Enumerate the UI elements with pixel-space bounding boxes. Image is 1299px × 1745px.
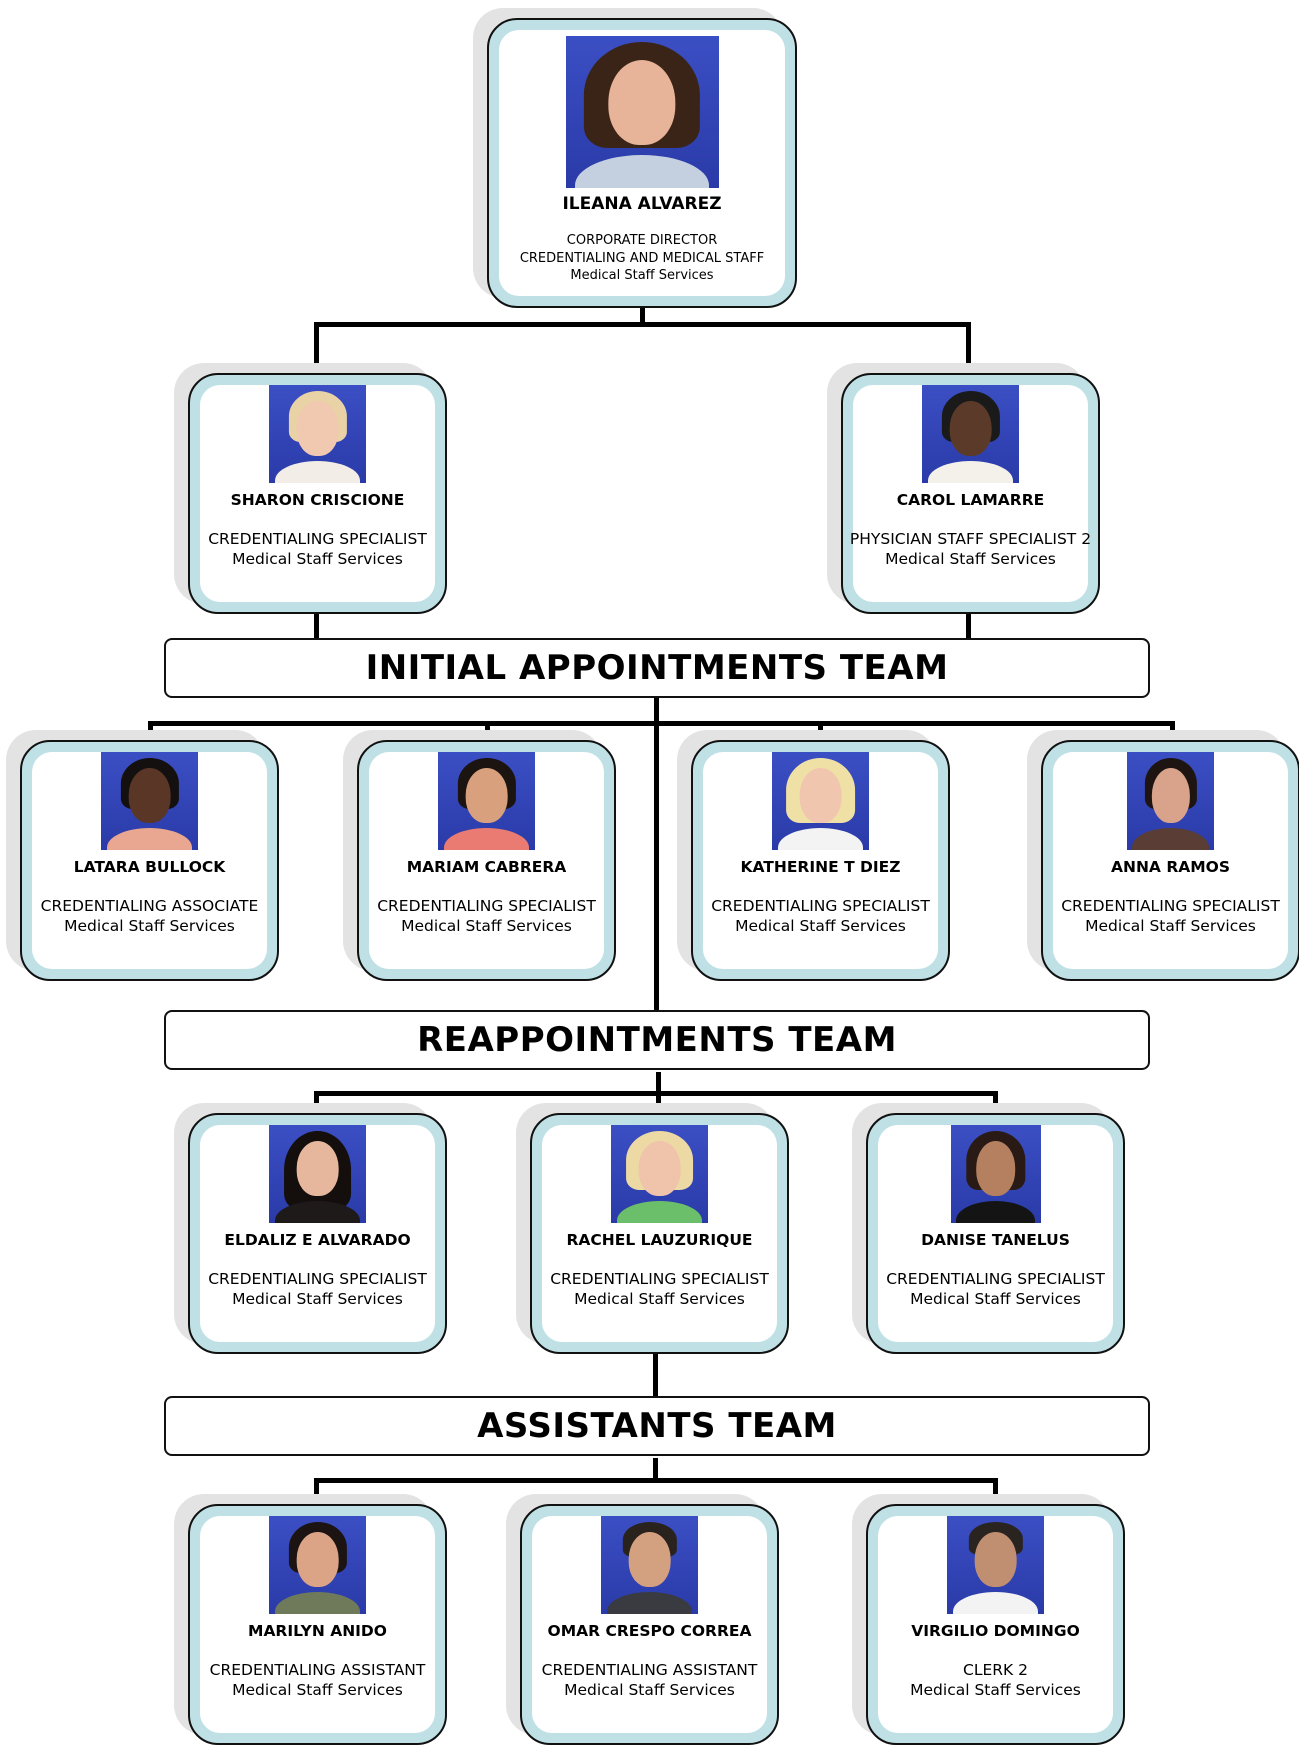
connector-line [653, 1354, 658, 1398]
person-name: CAROL LAMARRE [896, 491, 1045, 509]
person-name: MARIAM CABRERA [406, 858, 567, 876]
person-title: PHYSICIAN STAFF SPECIALIST 2 [849, 530, 1092, 548]
connector-line [640, 302, 645, 327]
person-department: Medical Staff Services [232, 1289, 403, 1308]
person-name: DANISE TANELUS [921, 1231, 1070, 1249]
person-card: DANISE TANELUS CREDENTIALING SPECIALIST … [866, 1113, 1125, 1354]
team-banner-reappointments: REAPPOINTMENTS TEAM [164, 1010, 1150, 1070]
portrait-photo [947, 1516, 1044, 1614]
person-name: LATARA BULLOCK [73, 858, 226, 876]
person-title: CORPORATE DIRECTOR CREDENTIALING AND MED… [519, 233, 765, 267]
person-card: CAROL LAMARRE PHYSICIAN STAFF SPECIALIST… [841, 373, 1100, 614]
person-department: Medical Staff Services [64, 916, 235, 935]
person-department: Medical Staff Services [1085, 916, 1256, 935]
person-name: RACHEL LAUZURIQUE [566, 1231, 753, 1249]
person-name: SHARON CRISCIONE [230, 491, 405, 509]
portrait-photo [438, 752, 535, 850]
connector-line [1170, 721, 1175, 743]
connector-line [314, 1091, 319, 1114]
person-name: ANNA RAMOS [1110, 858, 1231, 876]
person-title: CREDENTIALING SPECIALIST [550, 1270, 769, 1288]
person-name: MARILYN ANIDO [248, 1622, 387, 1640]
person-department: Medical Staff Services [232, 549, 403, 568]
person-title: CREDENTIALING SPECIALIST [1061, 897, 1280, 915]
portrait-photo [565, 36, 719, 188]
person-department: Medical Staff Services [570, 268, 714, 284]
connector-line [654, 698, 659, 1010]
portrait-photo [922, 385, 1019, 483]
portrait-photo [269, 385, 366, 483]
connector-line [314, 612, 319, 638]
portrait-photo [611, 1125, 708, 1223]
person-name: ILEANA ALVAREZ [562, 194, 722, 214]
person-card: LATARA BULLOCK CREDENTIALING ASSOCIATE M… [20, 740, 279, 981]
connector-line [485, 721, 490, 743]
person-name: OMAR CRESPO CORREA [547, 1622, 752, 1640]
portrait-photo [601, 1516, 698, 1614]
person-card: OMAR CRESPO CORREA CREDENTIALING ASSISTA… [520, 1504, 779, 1745]
person-title: CREDENTIALING ASSISTANT [209, 1661, 426, 1679]
connector-line [314, 1478, 998, 1483]
person-card: MARIAM CABRERA CREDENTIALING SPECIALIST … [357, 740, 616, 981]
connector-line [818, 721, 823, 743]
portrait-photo [772, 752, 869, 850]
portrait-photo [101, 752, 198, 850]
person-title: CREDENTIALING SPECIALIST [886, 1270, 1105, 1288]
connector-line [148, 721, 1175, 726]
person-title: CREDENTIALING ASSISTANT [541, 1661, 758, 1679]
connector-line [966, 322, 971, 372]
person-department: Medical Staff Services [564, 1680, 735, 1699]
portrait-photo [269, 1516, 366, 1614]
person-card: VIRGILIO DOMINGO CLERK 2 Medical Staff S… [866, 1504, 1125, 1745]
person-title: CREDENTIALING SPECIALIST [208, 530, 427, 548]
person-card: KATHERINE T DIEZ CREDENTIALING SPECIALIS… [691, 740, 950, 981]
connector-line [993, 1091, 998, 1114]
connector-line [653, 1458, 658, 1482]
team-banner-initial-appointments: INITIAL APPOINTMENTS TEAM [164, 638, 1150, 698]
portrait-photo [1127, 752, 1214, 850]
person-card: MARILYN ANIDO CREDENTIALING ASSISTANT Me… [188, 1504, 447, 1745]
person-title: CLERK 2 [963, 1661, 1028, 1679]
person-department: Medical Staff Services [401, 916, 572, 935]
person-department: Medical Staff Services [232, 1680, 403, 1699]
connector-line [314, 1091, 998, 1096]
connector-line [314, 322, 319, 372]
person-name: VIRGILIO DOMINGO [911, 1622, 1080, 1640]
person-card-top: ILEANA ALVAREZ CORPORATE DIRECTOR CREDEN… [487, 18, 797, 308]
person-department: Medical Staff Services [574, 1289, 745, 1308]
connector-line [148, 721, 153, 743]
portrait-photo [269, 1125, 366, 1223]
person-department: Medical Staff Services [735, 916, 906, 935]
person-title: CREDENTIALING SPECIALIST [377, 897, 596, 915]
person-name: ELDALIZ E ALVARADO [224, 1231, 411, 1249]
connector-line [314, 322, 971, 327]
connector-line [993, 1478, 998, 1505]
team-banner-assistants: ASSISTANTS TEAM [164, 1396, 1150, 1456]
portrait-photo [950, 1125, 1041, 1223]
person-title: CREDENTIALING SPECIALIST [208, 1270, 427, 1288]
person-card: ANNA RAMOS CREDENTIALING SPECIALIST Medi… [1041, 740, 1299, 981]
person-department: Medical Staff Services [910, 1680, 1081, 1699]
person-card: RACHEL LAUZURIQUE CREDENTIALING SPECIALI… [530, 1113, 789, 1354]
person-name: KATHERINE T DIEZ [740, 858, 901, 876]
person-department: Medical Staff Services [885, 549, 1056, 568]
person-title: CREDENTIALING ASSOCIATE [40, 897, 259, 915]
connector-line [966, 612, 971, 638]
connector-line [314, 1478, 319, 1505]
person-department: Medical Staff Services [910, 1289, 1081, 1308]
person-card: SHARON CRISCIONE CREDENTIALING SPECIALIS… [188, 373, 447, 614]
person-card: ELDALIZ E ALVARADO CREDENTIALING SPECIAL… [188, 1113, 447, 1354]
person-title: CREDENTIALING SPECIALIST [711, 897, 930, 915]
